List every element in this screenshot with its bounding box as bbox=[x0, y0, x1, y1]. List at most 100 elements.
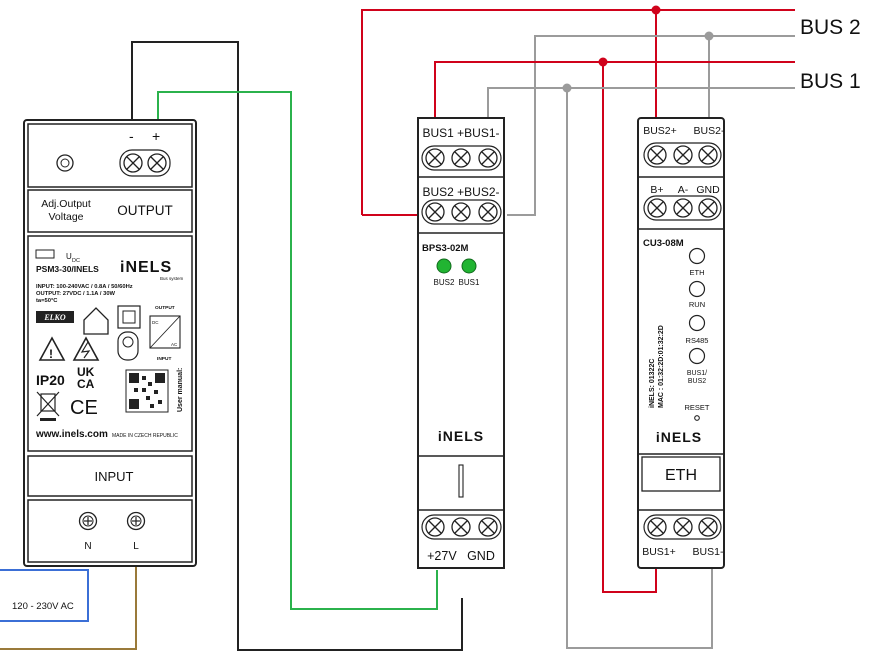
cu-bus2-terminal bbox=[643, 142, 722, 168]
bus1-label: BUS 1 bbox=[800, 70, 861, 93]
junction-dot bbox=[651, 5, 661, 15]
supply-voltage-label: 120 - 230V AC bbox=[12, 601, 74, 612]
output-minus-label: - bbox=[129, 128, 134, 144]
eth-led bbox=[688, 247, 706, 265]
battery-icon bbox=[35, 249, 55, 259]
qr-code bbox=[125, 369, 169, 413]
input-label: INPUT bbox=[95, 469, 134, 484]
schematic-ac-label: AC bbox=[171, 342, 178, 347]
eth-port-frame bbox=[641, 456, 721, 492]
bus2-led bbox=[436, 258, 452, 274]
psu-bottom-terminal-section bbox=[27, 499, 193, 563]
terminal-screw[interactable] bbox=[451, 148, 471, 168]
terminal-screw[interactable] bbox=[698, 198, 718, 218]
psu-logo-sub: Bus system bbox=[160, 276, 184, 281]
output-label: OUTPUT bbox=[117, 203, 173, 218]
input-l-screw[interactable] bbox=[126, 511, 146, 531]
bps-bus2-terminal bbox=[421, 199, 502, 225]
terminal-screw[interactable] bbox=[647, 145, 667, 165]
a-minus-label: A- bbox=[678, 184, 689, 196]
reset-button[interactable] bbox=[694, 415, 700, 421]
ac-brown-wire bbox=[0, 566, 137, 650]
junction-dots bbox=[562, 5, 714, 93]
terminal-screw[interactable] bbox=[425, 148, 445, 168]
bus1-gray-drop bbox=[566, 88, 713, 649]
terminal-screw[interactable] bbox=[673, 145, 693, 165]
cu-rs485-terminal bbox=[643, 195, 722, 221]
output-minus-screw[interactable] bbox=[123, 153, 143, 173]
udc-label: U bbox=[66, 252, 72, 261]
psu-adj-section bbox=[27, 189, 193, 233]
bus2-led-label: BUS2 bbox=[434, 278, 455, 287]
schematic-input-label: INPUT bbox=[157, 356, 171, 362]
bps-module: BUS1 +BUS1- BUS2 +BUS2- BPS3-02M BUS2 BU… bbox=[417, 117, 505, 569]
schematic-dc-label: DC bbox=[152, 320, 159, 325]
bus1-plus-label: BUS1+ bbox=[642, 546, 676, 558]
terminal-screw[interactable] bbox=[698, 145, 718, 165]
terminal-blocks bbox=[421, 142, 722, 540]
warning-icon bbox=[38, 336, 66, 361]
cu-module: BUS2+ BUS2- B+ A- GND CU3-08M ETH RUN RS… bbox=[637, 117, 725, 569]
output-plus-screw[interactable] bbox=[147, 153, 167, 173]
terminal-screw[interactable] bbox=[647, 517, 667, 537]
terminal-screw[interactable] bbox=[478, 202, 498, 222]
input-n-screw[interactable] bbox=[78, 511, 98, 531]
junction-dot bbox=[598, 57, 608, 67]
eth-port-label: ETH bbox=[665, 467, 697, 484]
bus1-led bbox=[461, 258, 477, 274]
rs485-led bbox=[688, 314, 706, 332]
voltage-label: Voltage bbox=[48, 211, 83, 223]
terminal-screw[interactable] bbox=[451, 517, 471, 537]
bus2-minus-label: BUS2- bbox=[694, 125, 725, 137]
bus2-label: BUS 2 bbox=[800, 16, 861, 39]
output-plus-label: + bbox=[152, 128, 160, 144]
junction-dot bbox=[562, 83, 572, 93]
terminal-screw[interactable] bbox=[647, 198, 667, 218]
schematic-output-label: OUTPUT bbox=[155, 305, 175, 311]
bus-led-label-2: BUS2 bbox=[688, 378, 706, 385]
udc-sub-label: DC bbox=[72, 258, 80, 264]
terminal-screw[interactable] bbox=[478, 517, 498, 537]
terminal-screw[interactable] bbox=[673, 517, 693, 537]
reset-label: RESET bbox=[684, 403, 709, 412]
ukca-label-1: UK bbox=[77, 365, 95, 379]
schematic-box bbox=[149, 315, 181, 349]
terminal-screw[interactable] bbox=[451, 202, 471, 222]
bus1-red-wire bbox=[434, 61, 795, 118]
terminal-screw[interactable] bbox=[478, 148, 498, 168]
input-spec: INPUT: 100-240VAC / 0.8A / 50/60Hz bbox=[36, 284, 133, 290]
ta-spec: ta=50°C bbox=[36, 298, 58, 304]
bus2-plus-label: BUS2+ bbox=[643, 125, 677, 137]
class2-icon-inner bbox=[122, 310, 136, 324]
gnd-label: GND bbox=[696, 184, 720, 196]
rs485-led-label: RS485 bbox=[686, 336, 709, 345]
terminal-screw[interactable] bbox=[698, 517, 718, 537]
cu-id-label: iNELS: 01322C bbox=[649, 359, 656, 408]
l-label: L bbox=[133, 541, 139, 552]
wires bbox=[0, 9, 795, 651]
ip20-label: IP20 bbox=[36, 372, 65, 388]
house-icon bbox=[83, 307, 109, 335]
adj-potentiometer[interactable] bbox=[56, 154, 74, 172]
voltage-warning-icon bbox=[72, 336, 100, 361]
psu-input-section bbox=[27, 455, 193, 497]
psu-plus-green-wire bbox=[157, 91, 438, 610]
user-manual-label: User manual: bbox=[177, 368, 184, 412]
bps-bus1-terminal bbox=[421, 145, 502, 171]
bps-logo: iNELS bbox=[438, 428, 484, 444]
transformer-coil bbox=[122, 336, 134, 348]
elko-badge bbox=[36, 311, 74, 323]
terminal-screw[interactable] bbox=[673, 198, 693, 218]
bus2-gray-wire bbox=[507, 35, 795, 216]
bus1-minus-label: BUS1- bbox=[693, 546, 724, 558]
ac-blue-wire bbox=[0, 569, 89, 622]
web-label: www.inels.com bbox=[35, 429, 108, 440]
bps-model-label: BPS3-02M bbox=[422, 243, 469, 254]
terminal-screw[interactable] bbox=[425, 517, 445, 537]
bus1-red-drop bbox=[602, 62, 657, 593]
elko-logo: ELKO bbox=[43, 313, 66, 322]
terminal-screw[interactable] bbox=[425, 202, 445, 222]
bps-top2-label: BUS2 +BUS2- bbox=[422, 185, 499, 199]
psu-model-label: PSM3-30/INELS bbox=[36, 264, 99, 274]
